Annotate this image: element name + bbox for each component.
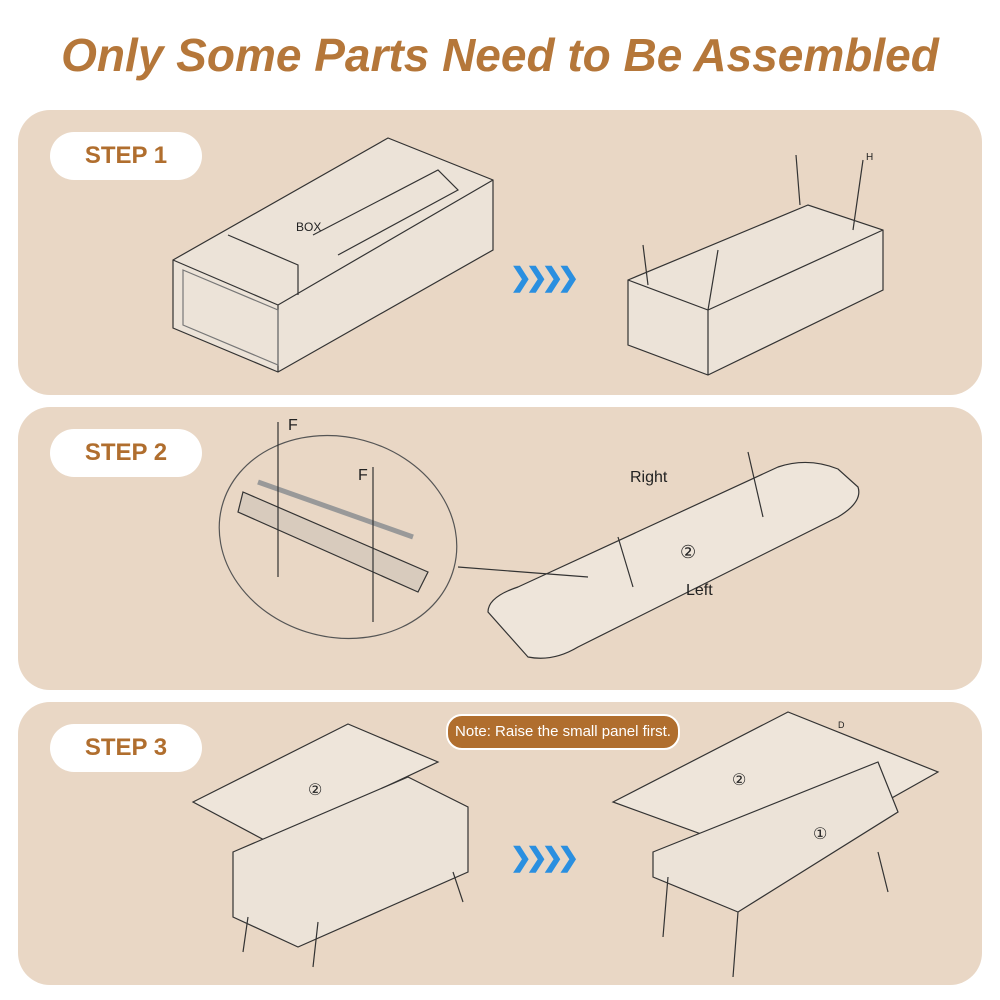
step-1-panel: STEP 1 BOX H ❯❯❯❯	[18, 110, 982, 395]
step-1-badge: STEP 1	[50, 132, 202, 180]
small-panel-number: ②	[308, 782, 323, 799]
step-2-illustration	[218, 422, 860, 659]
arrow-chevrons-icon: ❯❯❯❯	[510, 842, 579, 872]
step-3-illustration	[191, 711, 940, 978]
step-3-panel: STEP 3 Note: Raise the small panel first…	[18, 702, 982, 985]
panel-number-label: ②	[680, 542, 697, 562]
note-callout: Note: Raise the small panel first.	[446, 714, 680, 750]
left-bracket-label: Left	[686, 582, 713, 599]
part-h-label: H	[866, 152, 874, 163]
part-d-label: D	[838, 720, 845, 730]
part-f-label-2: F	[358, 467, 368, 484]
step-3-badge: STEP 3	[50, 724, 202, 772]
page-title: Only Some Parts Need to Be Assembled	[61, 29, 939, 81]
step-2-panel: STEP 2 F F Right Left ②	[18, 407, 982, 690]
arrow-chevrons-icon: ❯❯❯❯	[510, 262, 579, 292]
step-2-badge: STEP 2	[50, 429, 202, 477]
box-label: BOX	[296, 220, 322, 234]
part-f-label-1: F	[288, 417, 298, 434]
right-bracket-label: Right	[630, 469, 668, 486]
small-panel-number-2: ②	[732, 772, 747, 789]
step-1-illustration	[172, 137, 884, 376]
large-panel-number: ①	[813, 826, 828, 843]
